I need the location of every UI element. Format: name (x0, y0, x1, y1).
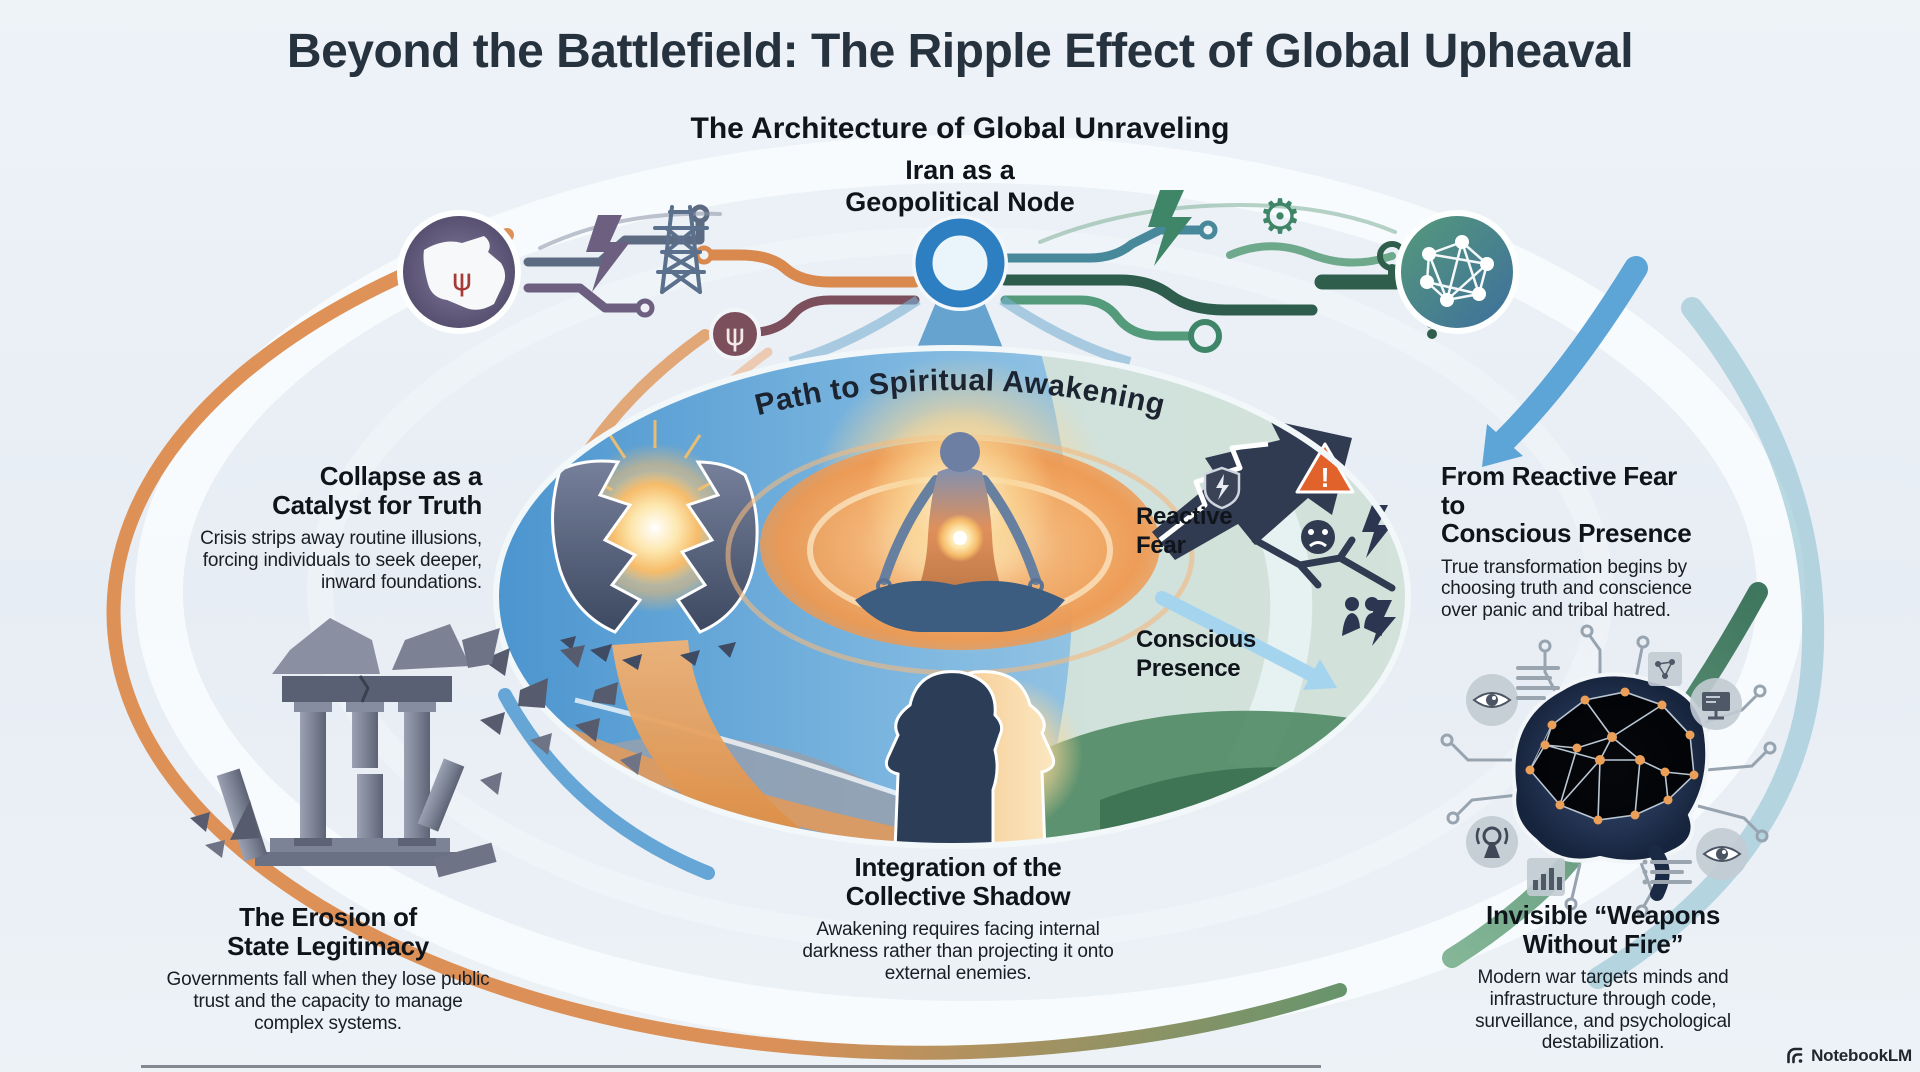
svg-text:ψ: ψ (725, 318, 745, 353)
shield-lightning-icon (1203, 466, 1241, 510)
lightning-bolt-icon (586, 215, 630, 292)
list-icon (1516, 666, 1560, 700)
beacon-icon (1466, 816, 1518, 868)
callout-heading: From Reactive Fear to Conscious Presence (1441, 461, 1692, 549)
callout-body: Modern war targets minds and infrastruct… (1475, 967, 1731, 1054)
conflict-lightning-icons (1362, 505, 1396, 646)
dual-heads-icon (884, 670, 1083, 844)
callout-fear-to-presence: From Reactive Fear to Conscious Presence… (1441, 462, 1701, 622)
eye-icon (1466, 674, 1518, 726)
shadow-head-icon (884, 670, 1004, 844)
blue-arc-lower-left (498, 688, 715, 880)
gear-icon: ⚙ (1258, 189, 1301, 245)
iran-emblem-icon: ψ (709, 308, 761, 360)
circuit-band-right (999, 203, 1397, 353)
callout-collapse: Collapse as a Catalyst for Truth Crisis … (150, 462, 482, 593)
callout-heading: Integration of the Collective Shadow (845, 852, 1071, 911)
page-subtitle: The Architecture of Global Unraveling (690, 112, 1230, 145)
cracked-shell-icon (551, 420, 759, 670)
lightning-bolt-icon (1148, 190, 1192, 266)
transmission-tower-icon (653, 205, 709, 294)
svg-text:!: ! (1320, 462, 1329, 493)
brain-network-icon (1440, 624, 1777, 918)
callout-heading: Invisible “Weapons Without Fire” (1486, 900, 1720, 959)
callout-integration: Integration of the Collective Shadow Awa… (783, 853, 1133, 984)
callout-erosion: The Erosion of State Legitimacy Governme… (158, 903, 498, 1034)
callout-body: Awakening requires facing internal darkn… (802, 919, 1114, 984)
callout-body: Governments fall when they lose public t… (166, 969, 490, 1034)
monitor-icon (1690, 678, 1742, 730)
chip-icon (1648, 652, 1682, 686)
callout-body: True transformation begins by choosing t… (1441, 556, 1692, 622)
callout-heading: The Erosion of State Legitimacy (227, 902, 429, 961)
temple-ruins-icon (190, 618, 642, 878)
awakening-path-road (612, 640, 845, 844)
eye-icon (1696, 828, 1748, 880)
spiritual-awakening-oval: Path to Spiritual Awakening ! (493, 345, 1411, 849)
watermark: NotebookLM (1785, 1046, 1912, 1066)
watermark-label: NotebookLM (1811, 1046, 1912, 1065)
iran-map-icon: ψ (397, 210, 521, 334)
callout-heading: Collapse as a Catalyst for Truth (272, 461, 482, 520)
iran-node-label: Iran as a Geopolitical Node (845, 155, 1075, 217)
callout-body: Crisis strips away routine illusions, fo… (200, 528, 482, 593)
callout-invisible-weapons: Invisible “Weapons Without Fire” Modern … (1438, 901, 1768, 1054)
conscious-presence-label: Conscious Presence (1136, 626, 1256, 682)
angry-face-icon (1301, 520, 1335, 554)
conflict-people-icon (1342, 597, 1382, 636)
bar-chart-icon (1527, 858, 1565, 896)
notebooklm-logo-icon (1787, 1047, 1803, 1064)
ripple-arc-teal (1587, 297, 1825, 989)
bottom-divider (141, 1065, 1321, 1068)
reactive-fear-label: Reactive Fear (1136, 503, 1233, 559)
conscious-presence-arrow (1155, 591, 1337, 690)
page-title: Beyond the Battlefield: The Ripple Effec… (286, 25, 1634, 78)
brain-circuit-traces (1440, 624, 1777, 918)
network-graph-icon (1395, 210, 1519, 334)
meditator-icon (725, 355, 1195, 676)
list-icon (1642, 859, 1692, 885)
svg-text:ψ: ψ (452, 263, 472, 298)
circuit-band-left (523, 204, 921, 337)
flow-arrow-blue-icon (1482, 256, 1648, 467)
